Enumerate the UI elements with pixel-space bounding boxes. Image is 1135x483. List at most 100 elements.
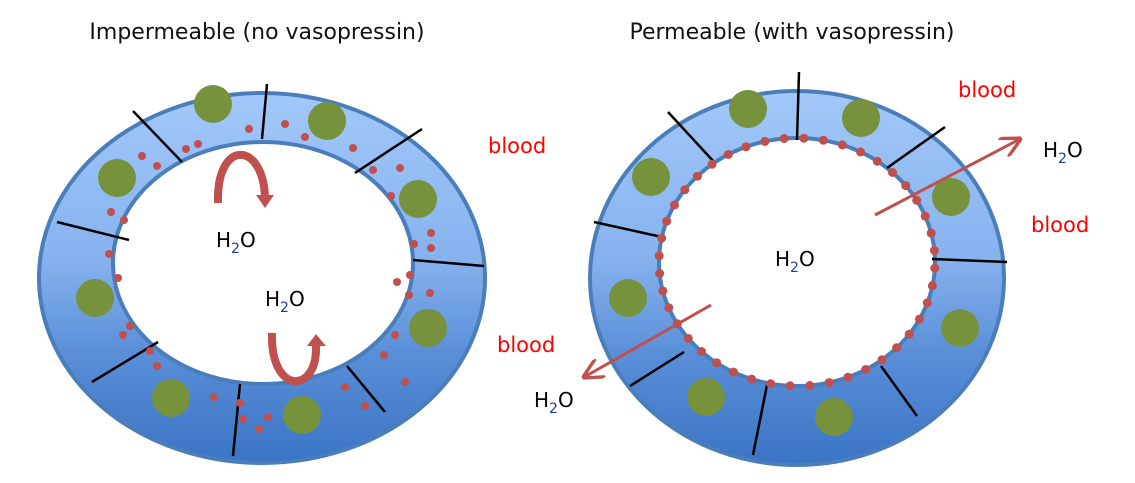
panel-title: Permeable (with vasopressin) bbox=[629, 20, 954, 45]
cell-divider bbox=[795, 71, 801, 141]
nucleus bbox=[308, 102, 346, 140]
aquaporin bbox=[877, 355, 887, 365]
cell-divider bbox=[931, 257, 1008, 264]
vesicle bbox=[255, 425, 263, 433]
aquaporin bbox=[697, 347, 706, 356]
vesicle bbox=[236, 399, 244, 407]
vesicle bbox=[245, 125, 253, 133]
aquaporin bbox=[922, 298, 932, 308]
cell-dividers bbox=[593, 71, 1008, 456]
vesicle bbox=[393, 278, 401, 286]
vesicle bbox=[361, 402, 369, 410]
cell-divider bbox=[629, 350, 685, 388]
nucleus bbox=[729, 90, 767, 128]
nucleus bbox=[194, 85, 232, 123]
aquaporin bbox=[779, 134, 789, 143]
aquaporin bbox=[692, 171, 702, 181]
aquaporin bbox=[680, 185, 690, 195]
water-label: H2O bbox=[265, 287, 305, 316]
vesicle bbox=[119, 331, 127, 339]
vesicle bbox=[427, 244, 435, 252]
aquaporin bbox=[837, 140, 847, 150]
vesicle bbox=[114, 274, 122, 282]
cell-divider bbox=[593, 220, 663, 239]
vesicle bbox=[426, 289, 434, 297]
vesicle bbox=[126, 322, 134, 330]
aquaporin bbox=[818, 135, 828, 145]
vesicle bbox=[107, 208, 115, 216]
vesicle bbox=[120, 216, 128, 224]
vesicle bbox=[239, 415, 247, 423]
aquaporin bbox=[683, 333, 693, 343]
water-label: H2O bbox=[534, 388, 574, 417]
water-label: H2O bbox=[1043, 138, 1083, 167]
nucleus bbox=[609, 279, 647, 317]
cell-nuclei bbox=[76, 85, 447, 434]
aquaporin bbox=[712, 358, 722, 368]
vesicle bbox=[380, 351, 388, 359]
cell-divider bbox=[667, 111, 716, 164]
vesicle bbox=[387, 192, 395, 200]
aquaporin bbox=[799, 133, 809, 143]
aquaporin bbox=[747, 374, 757, 384]
cell-divider bbox=[346, 365, 386, 413]
vesicle bbox=[410, 240, 418, 248]
vesicle bbox=[401, 378, 409, 386]
vesicle bbox=[138, 152, 146, 160]
aquaporin bbox=[856, 147, 865, 157]
aquaporin bbox=[915, 314, 924, 324]
blood-label: blood bbox=[488, 134, 546, 158]
aquaporin bbox=[843, 372, 853, 382]
aquaporin bbox=[760, 136, 770, 146]
cell-divider bbox=[231, 383, 242, 457]
cell-divider bbox=[412, 258, 485, 268]
nucleus bbox=[687, 378, 725, 416]
aquaporin bbox=[930, 263, 940, 273]
vesicle bbox=[349, 144, 357, 152]
nucleus bbox=[815, 398, 853, 436]
panel-impermeable: Impermeable (no vasopressin) H2O H2O blo… bbox=[37, 20, 546, 465]
vesicle bbox=[406, 271, 414, 279]
vesicle bbox=[153, 362, 161, 370]
nucleus bbox=[98, 159, 136, 197]
panel-permeable: Permeable (with vasopressin) H2O H2O H2O… bbox=[497, 20, 1089, 467]
vesicle bbox=[194, 140, 202, 148]
vesicle bbox=[396, 164, 404, 172]
nucleus bbox=[283, 396, 321, 434]
aquaporin bbox=[805, 381, 815, 390]
blood-label: blood bbox=[497, 333, 555, 357]
aquaporin bbox=[729, 367, 738, 377]
vesicle bbox=[281, 120, 289, 128]
aquaporin bbox=[655, 269, 665, 278]
aquaporin bbox=[766, 379, 776, 389]
vesicle bbox=[405, 291, 413, 299]
cell-divider bbox=[354, 127, 423, 175]
tubule-wall bbox=[37, 91, 487, 465]
blood-label: blood bbox=[958, 78, 1016, 102]
aquaporin bbox=[670, 200, 679, 210]
cell-dividers bbox=[56, 83, 485, 457]
vesicle bbox=[182, 145, 190, 153]
tubule-wall bbox=[588, 89, 1006, 467]
vesicle bbox=[369, 166, 377, 174]
aquaporin bbox=[657, 233, 667, 243]
aquaporin bbox=[929, 246, 939, 255]
aquaporin bbox=[662, 216, 672, 226]
vesicle bbox=[391, 331, 399, 339]
aquaporin bbox=[920, 211, 930, 221]
aquaporin bbox=[664, 303, 674, 313]
cell-divider bbox=[886, 125, 946, 170]
nucleus bbox=[932, 178, 970, 216]
vesicle bbox=[105, 250, 113, 258]
cell-divider bbox=[132, 110, 183, 163]
blood-label: blood bbox=[1031, 213, 1089, 237]
nucleus bbox=[941, 309, 979, 347]
aquaporin bbox=[741, 142, 751, 152]
aquaporin bbox=[872, 156, 882, 166]
nucleus bbox=[632, 158, 670, 196]
aquaporin bbox=[654, 251, 664, 261]
aquaporin bbox=[658, 286, 668, 296]
nucleus bbox=[399, 180, 437, 218]
cell-divider bbox=[56, 220, 130, 242]
